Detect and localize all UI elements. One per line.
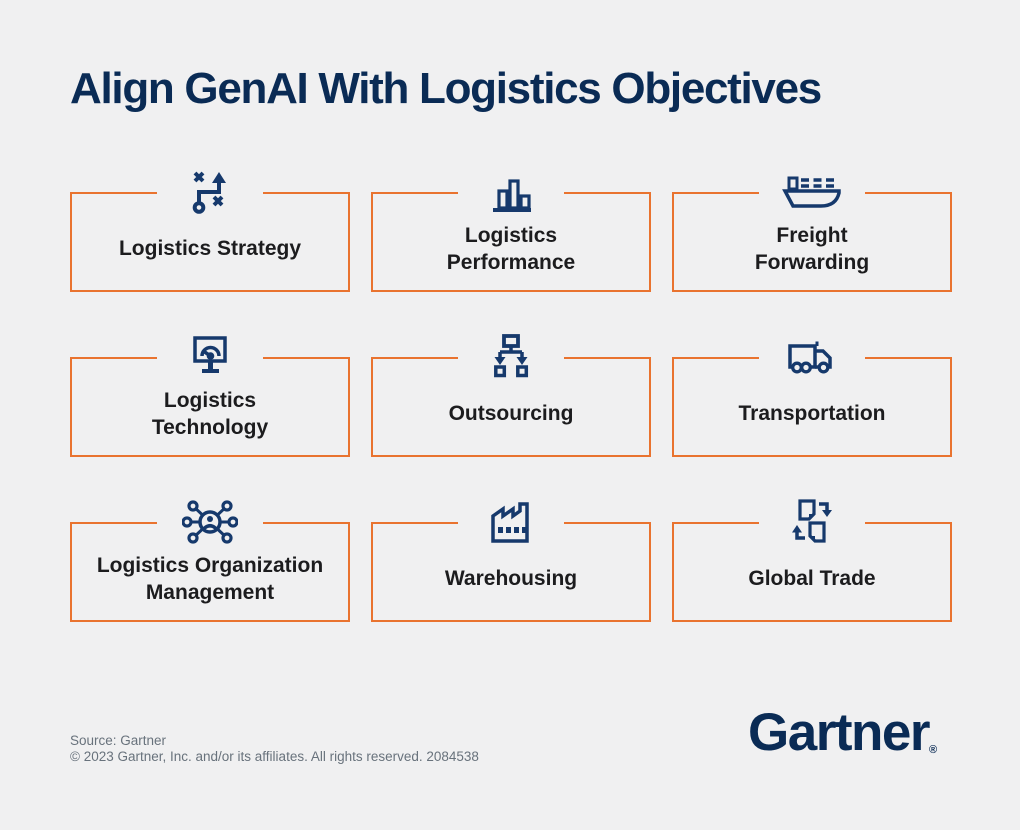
border-notch [157,357,263,359]
objective-card-warehousing: Warehousing [371,502,651,622]
border-notch [759,192,865,194]
objective-card-global-trade: Global Trade [672,499,952,622]
objective-card-logistics-strategy: Logistics Strategy [70,171,350,292]
monitor-gauge-icon [72,332,348,379]
documents-exchange-icon [674,497,950,544]
border-notch [759,357,865,359]
gartner-logo: Gartner® [748,702,937,763]
strategy-icon [72,167,348,214]
objective-label: Freight Forwarding [754,223,870,274]
objective-label: Transportation [738,402,886,425]
factory-icon [373,497,649,544]
copyright-line: © 2023 Gartner, Inc. and/or its affiliat… [70,749,479,764]
objective-label: Outsourcing [448,402,574,425]
source-block: Source: Gartner © 2023 Gartner, Inc. and… [70,733,479,765]
objectives-grid: Logistics Strategy Logistics Performance [70,171,952,622]
objective-card-logistics-organization-management: Logistics Organization Management [70,500,350,622]
border-notch [157,522,263,524]
org-hierarchy-icon [373,332,649,379]
border-notch [458,192,564,194]
objective-card-transportation: Transportation [672,341,952,457]
truck-icon [674,332,950,379]
objective-card-logistics-performance: Logistics Performance [371,179,651,292]
bar-chart-icon [373,167,649,214]
page-title: Align GenAI With Logistics Objectives [70,64,822,113]
objective-card-freight-forwarding: Freight Forwarding [672,176,952,292]
border-notch [458,357,564,359]
objective-label: Logistics Strategy [118,237,302,260]
border-notch [157,192,263,194]
objective-label: Warehousing [444,567,578,590]
gartner-logo-text: Gartner [748,703,930,762]
border-notch [759,522,865,524]
border-notch [458,522,564,524]
cargo-ship-icon [674,167,950,214]
source-line: Source: Gartner [70,733,167,748]
objective-label: Global Trade [748,567,876,590]
objective-card-logistics-technology: Logistics Technology [70,336,350,457]
registered-trademark-icon: ® [928,744,938,756]
objective-label: Logistics Technology [151,388,269,439]
objective-label: Logistics Performance [446,223,576,274]
objective-card-outsourcing: Outsourcing [371,334,651,457]
objective-label: Logistics Organization Management [96,553,324,604]
people-network-icon [72,497,348,544]
